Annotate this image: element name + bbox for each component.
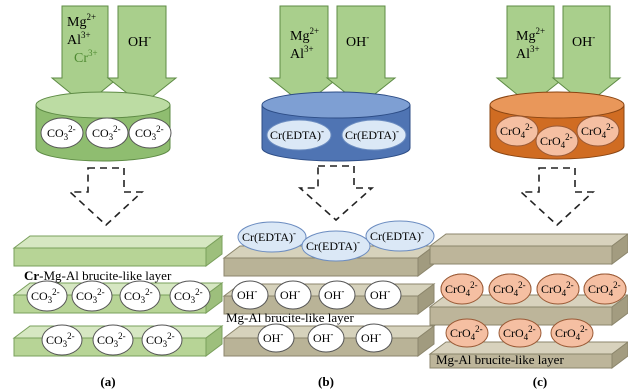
panel-c-cation-2: Al3+ [516,44,540,62]
panel-c-caption: (c) [533,374,547,389]
panel-c-interlayer-ion [488,273,532,305]
panel-c-interlayer-ion [440,273,484,305]
panel-a-interlayer-label: CO32- [124,287,153,305]
panel-b-top-ion-label-3: Cr(EDTA)- [370,227,424,243]
panel-c-interlayer-ion [498,318,542,348]
panel-b-beaker-ion-label-2: Cr(EDTA)- [345,126,399,142]
panel-c-beaker-ion-3 [576,115,620,147]
panel-b-interlayer-ion [355,323,393,353]
panel-a-beaker-ion-2 [85,117,129,149]
panel-a-anion: OH- [128,32,151,50]
panel-a-dashed-arrow [67,167,145,227]
panel-b-interlayer-ion [318,280,356,310]
panel-b-interlayer-label: OH- [237,286,257,302]
panel-a-caption: (a) [100,374,115,389]
panel-c-interlayer-ion [445,318,489,348]
panel-b-interlayer-label: OH- [263,329,283,345]
panel-b-interlayer-ion [364,280,402,310]
panel-b-top-ion-label-1: Cr(EDTA)- [242,228,296,244]
panel-c-interlayer-label: CrO42- [450,324,483,342]
panel-a-layer-1 [12,235,224,267]
panel-b-anion: OH- [346,32,369,50]
panel-c-beaker-ion-label-2: CrO42- [540,132,573,150]
panel-b-top-ion-label-2: Cr(EDTA)- [306,237,360,253]
panel-c-interlayer-label: CrO42- [493,280,526,298]
panel-b-interlayer-ion [231,280,269,310]
panel-b-beaker-ion-1 [266,119,332,151]
panel-b-top-ion-2 [301,230,371,262]
panel-c-interlayer-label: CrO42- [541,280,574,298]
panel-b-top-ion-3 [365,220,435,252]
panel-c-cation-1: Mg2+ [516,26,545,44]
panel-b-layer-label: Mg-Al brucite-like layer [226,310,354,325]
panel-a-beaker-ion-label-2: CO32- [92,124,121,142]
panel-c-cation-arrow [495,5,566,106]
panel-b: Mg2+ Al3+ OH- Cr(EDTA)- Cr(EDTA)- Cr(EDT… [222,5,436,389]
panel-c-beaker-ion-2 [535,125,579,157]
panel-a-interlayer-ion [169,280,211,312]
panel-a-interlayer-label: CO32- [31,287,60,305]
panel-c: Mg2+ Al3+ OH- CrO42- CrO42- CrO42- [428,5,628,389]
panel-a: Mg2+ Al3+ Cr3+ OH- CO32- CO32- CO32- Cr-… [12,5,224,389]
panel-b-interlayer-label: OH- [361,329,381,345]
panel-a-cation-3: Cr3+ [74,48,98,66]
panel-a-beaker-ion-3 [128,117,172,149]
panel-b-cation-1: Mg2+ [290,26,319,44]
panel-c-anion-arrow [551,5,622,106]
panel-b-interlayer-ion [307,323,345,353]
panel-b-cation-2: Al3+ [290,44,314,62]
panel-a-interlayer-label: CO32- [97,331,126,349]
panel-c-interlayer-ion [550,318,594,348]
panel-c-interlayer-label: CrO42- [445,280,478,298]
panel-b-interlayer-label: OH- [280,286,300,302]
panel-c-dashed-arrow [518,167,596,227]
panel-a-interlayer-ion [92,324,134,356]
panel-a-interlayer-label: CO32- [146,331,175,349]
panel-a-cation-1: Mg2+ [67,12,96,30]
panel-c-layer-label: Mg-Al brucite-like layer [436,352,564,367]
panel-b-interlayer-label: OH- [370,286,390,302]
panel-c-interlayer-ion [583,273,627,305]
panel-a-interlayer-ion [26,280,68,312]
panel-b-anion-arrow [325,5,397,106]
panel-a-beaker-ion-label-3: CO32- [135,124,164,142]
panel-a-cation-arrow [50,5,120,106]
panel-b-interlayer-label: OH- [313,329,333,345]
panel-b-cation-arrow [268,5,340,106]
panel-c-anion: OH- [572,32,595,50]
panel-a-beaker-ion-1 [40,117,84,149]
panel-a-interlayer-ion [71,280,113,312]
panel-a-interlayer-ion [119,280,161,312]
panel-a-interlayer-label: CO32- [76,287,105,305]
panel-c-beaker-ion-label-1: CrO42- [500,122,533,140]
panel-a-interlayer-ion [141,324,183,356]
panel-c-beaker-ion-label-3: CrO42- [581,122,614,140]
panel-a-layer-label: Cr-Mg-Al brucite-like layer [24,268,172,283]
panel-c-interlayer-label: CrO42- [503,324,536,342]
panel-c-interlayer-label: CrO42- [555,324,588,342]
panel-b-top-ion-1 [237,221,307,253]
panel-a-interlayer-label: CO32- [174,287,203,305]
panel-a-interlayer-label: CO32- [46,331,75,349]
panel-c-beaker-ion-1 [495,115,539,147]
panel-b-interlayer-ion [274,280,312,310]
panel-a-interlayer-ion [41,324,83,356]
panel-b-dashed-arrow [297,165,375,222]
panel-c-interlayer-label: CrO42- [588,280,621,298]
panel-b-caption: (b) [318,374,334,389]
panel-a-anion-arrow [106,5,178,106]
panel-b-beaker-ion-2 [341,119,407,151]
panel-b-beaker-ion-label-1: Cr(EDTA)- [270,126,324,142]
panel-b-interlayer-label: OH- [324,286,344,302]
panel-a-beaker-ion-label-1: CO32- [47,124,76,142]
panel-a-cation-2: Al3+ [67,30,91,48]
panel-c-layer-1 [428,233,628,265]
panel-c-interlayer-ion [536,273,580,305]
panel-b-interlayer-ion [257,323,295,353]
